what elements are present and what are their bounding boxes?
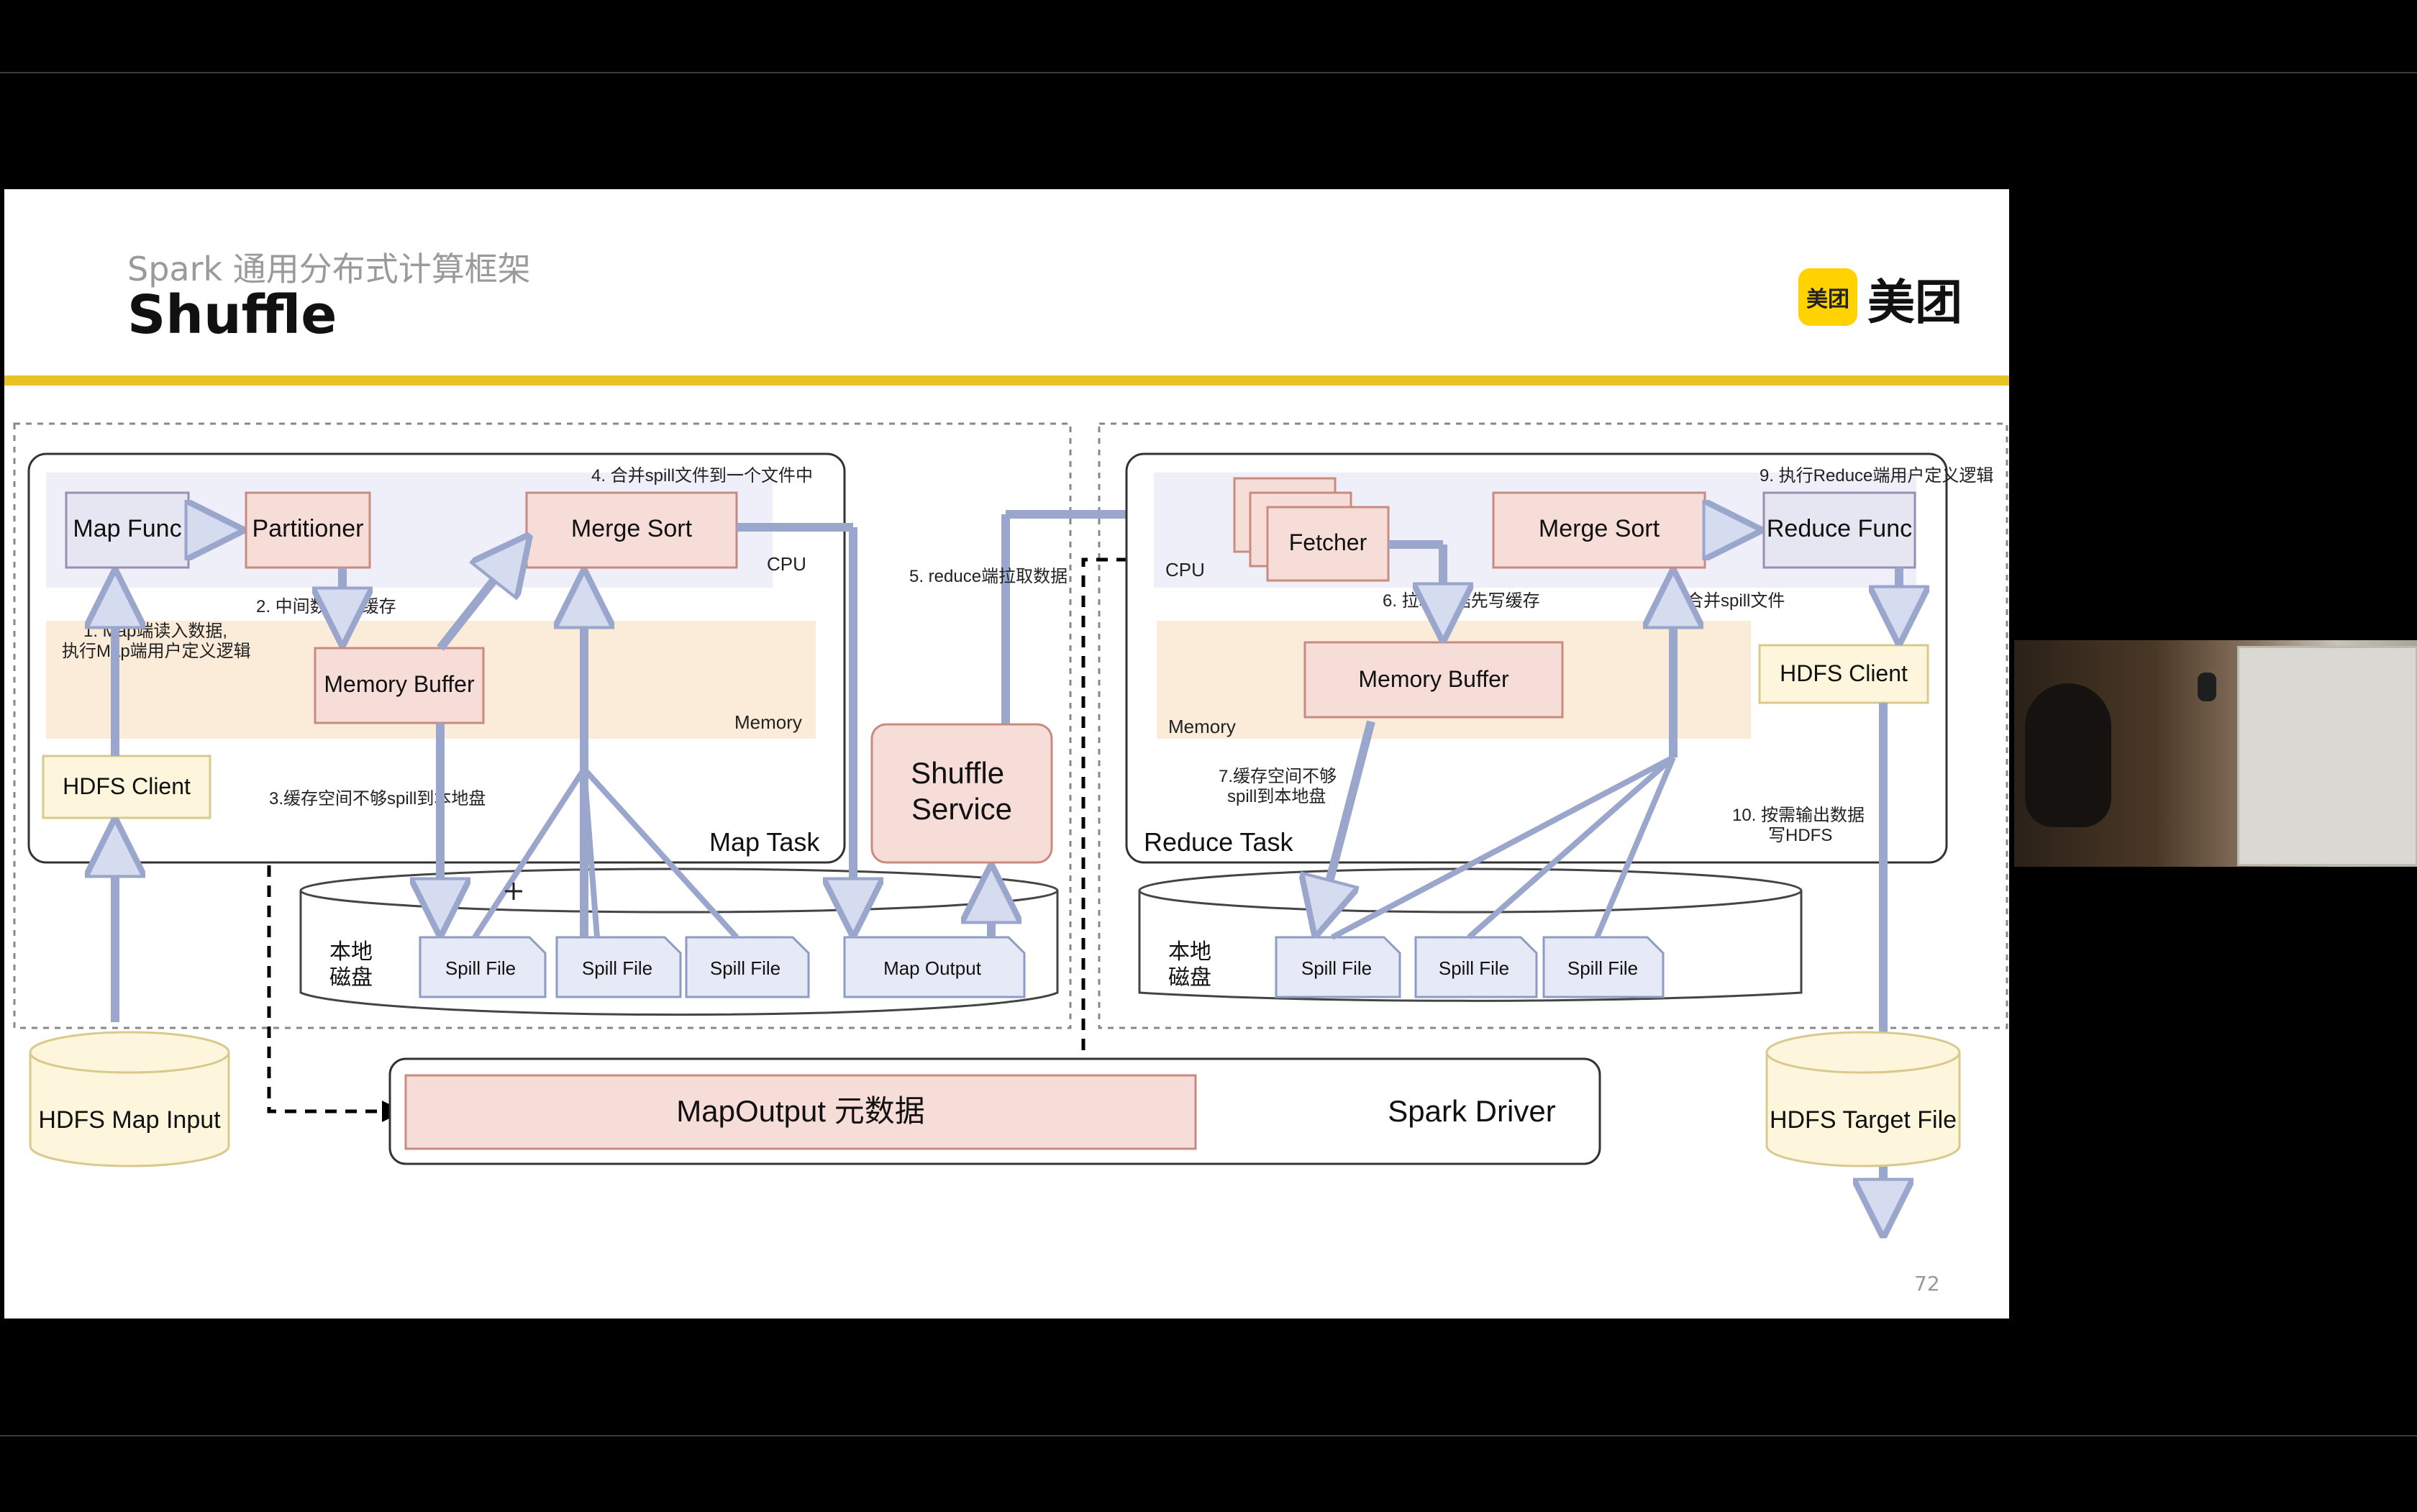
map-spill-file-2-label: Spill File [582,957,652,979]
map-merge-sort-label: Merge Sort [571,515,693,542]
reduce-spill-file-2-label: Spill File [1439,957,1509,979]
step-10-note: 10. 按需输出数据 写HDFS [1732,806,1870,845]
step-5-note: 5. reduce端拉取数据 [909,567,1068,586]
partitioner-box [245,491,371,569]
fetcher-box [1266,506,1390,582]
hdfs-target-file-cylinder [1765,1031,1961,1167]
shuffle-service-box [870,723,1053,864]
step-2-note: 2. 中间数据写缓存 [256,597,396,616]
map-region [13,422,1072,1029]
step-7-note: 7.缓存空间不够 spill到本地盘 [1219,767,1342,806]
reduce-merge-sort-box [1492,491,1706,569]
step-4-note: 4. 合并spill文件到一个文件中 [591,466,813,486]
reduce-memory-buffer-box [1303,641,1564,719]
reduce-spill-file-3-label: Spill File [1567,957,1638,979]
map-output-meta-label: MapOutput 元数据 [676,1094,924,1128]
reduce-spill-file-3 [1542,936,1665,998]
presenter-webcam [2014,640,2417,867]
webcam-device-icon [2198,673,2216,701]
presenter-silhouette [2025,683,2111,827]
move-cursor-icon [505,883,522,900]
reduce-region [1098,422,2008,1029]
map-disk-label: 本地 磁盘 [329,940,378,990]
hdfs-map-input-cylinder [29,1031,230,1167]
map-spill-file-1-label: Spill File [445,957,516,979]
map-spill-file-1 [419,936,547,998]
map-task-label: Map Task [709,827,820,857]
step-8-note: 8.合并spill文件 [1672,591,1785,611]
map-memory-buffer-label: Memory Buffer [324,671,475,697]
presentation-slide: Spark 通用分布式计算框架 Shuffle 美团 美团 CPU Memory… [4,189,2009,1319]
map-merge-sort-box [525,491,738,569]
shuffle-service-label: Shuffle Service [911,756,1013,826]
reduce-cpu-label: CPU [1165,559,1205,580]
hdfs-target-file-label: HDFS Target File [1770,1106,1957,1134]
webcam-background-screen [2237,646,2417,866]
slide-title: Shuffle [127,284,337,346]
slide-subtitle: Spark 通用分布式计算框架 [127,250,531,288]
reduce-func-label: Reduce Func [1767,515,1912,542]
fetcher-label: Fetcher [1289,529,1367,555]
reduce-spill-file-1 [1275,936,1401,998]
partitioner-label: Partitioner [252,515,364,542]
map-output-meta-box [404,1074,1197,1150]
reduce-memory-buffer-label: Memory Buffer [1358,666,1509,692]
map-memory-label: Memory [734,711,802,733]
reduce-hdfs-client-box [1758,644,1929,704]
step-1-note: 1. Map端读入数据, 执行Map端用户定义逻辑 [62,621,251,661]
meituan-logo-icon: 美团 [1798,268,1857,326]
top-black-bar [0,0,2417,73]
map-memory-buffer-box [314,647,485,724]
reduce-spill-file-1-label: Spill File [1301,957,1372,979]
hdfs-map-input-label: HDFS Map Input [38,1106,221,1134]
reduce-disk-label: 本地 磁盘 [1168,940,1217,990]
reduce-func-box [1762,491,1916,569]
reduce-task-label: Reduce Task [1144,827,1293,857]
shuffle-diagram: CPU Memory Map Task Map Func Partitioner… [13,422,2008,1319]
map-spill-file-3 [685,936,810,998]
bottom-black-bar [0,1435,2417,1512]
meituan-logo-text: 美团 [1867,275,1962,330]
reduce-hdfs-client-label: HDFS Client [1780,660,1908,686]
step-3-note: 3.缓存空间不够spill到本地盘 [269,789,486,809]
reduce-merge-sort-label: Merge Sort [1539,515,1660,542]
map-func-box [65,491,190,569]
map-hdfs-client-label: HDFS Client [63,773,191,799]
step-9-note: 9. 执行Reduce端用户定义逻辑 [1760,466,1993,486]
reduce-memory-label: Memory [1168,716,1236,737]
reduce-spill-file-2 [1414,936,1538,998]
map-hdfs-client-box [42,755,211,819]
map-output-file [843,936,1026,998]
map-cpu-label: CPU [767,553,806,575]
title-divider [4,375,2009,386]
spark-driver-label: Spark Driver [1388,1094,1555,1128]
map-spill-file-3-label: Spill File [710,957,780,979]
map-func-label: Map Func [73,515,181,542]
map-output-label: Map Output [883,957,982,979]
step-6-note: 6. 拉取数据先写缓存 [1383,591,1540,611]
map-spill-file-2 [555,936,682,998]
page-number: 72 [1914,1272,1940,1295]
